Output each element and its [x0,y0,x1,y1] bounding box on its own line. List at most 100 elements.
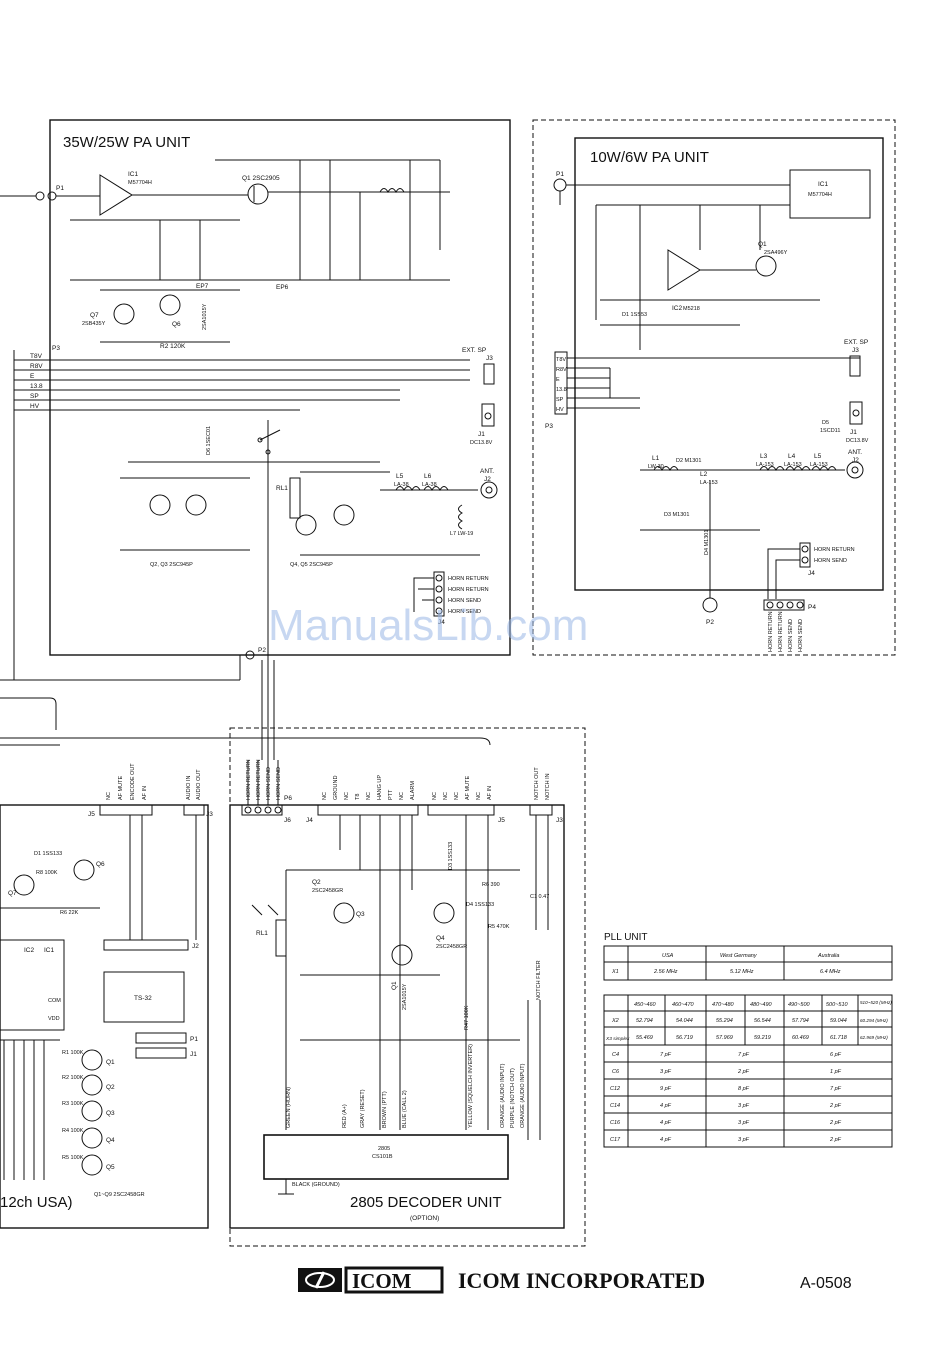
pll-t2-x2-6: 59.044 [830,1018,847,1024]
pll-t1-x1: X1 [611,969,619,975]
pll-t2-x2-2: 54.044 [676,1018,693,1024]
pa10-d5-label: D5 [822,420,829,426]
encoder-d1-label: D1 1SS133 [34,851,62,857]
encoder-r5-label: R5 100K [62,1155,84,1161]
footer: ICOM ICOM INCORPORATED A-0508 [298,1266,852,1294]
pll-c16: C16 [610,1120,621,1126]
icom-logo-text: ICOM [352,1269,412,1293]
pa35-ext-sp-jack [483,363,495,385]
pll-table-1: USA West Germany Australia X1 2.56 MHz 5… [603,945,893,981]
decoder-j4-pin-5: NC [366,792,372,800]
pa10-d5-part: 1SCD11 [820,428,840,434]
pa10-d1-label: D1 1SS53 [622,312,647,318]
pll-c16-1: 4 pF [660,1120,672,1126]
pa35-l5-part: LA-38 [394,482,409,488]
pa10-d4-label: D4 M1301 [704,530,710,555]
pa35-ep6-label: EP6 [276,284,289,291]
pa35-l7-label: L7 LW-19 [450,531,473,537]
pll-unit: PLL UNIT USA West Germany Australia X1 2… [603,932,893,1148]
pll-c17-1: 4 pF [660,1137,672,1143]
encoder-q6-label: Q6 [96,861,105,868]
pa35-p1-connector [35,191,45,201]
pa35-q6-symbol [159,294,181,316]
pa10-j1-label: J1 [850,429,857,436]
pll-c6-2: 2 pF [737,1069,750,1075]
pll-t2-x3-7: 62.969 (MHz) [860,1035,888,1040]
decoder-wire-labels: GREEN (HORN) RED (A+) GRAY (RESET) BROWN… [286,1044,526,1128]
decoder-wire-purple: PURPLE (NOTCH OUT) [510,1068,516,1128]
encoder-ic2-label: IC2 [24,947,35,954]
pa35-q2-symbol [149,494,171,516]
encoder-ts32-label: TS-32 [134,995,152,1002]
pll-t2-x3-1: 55.469 [636,1035,653,1041]
pll-t2-x2-3: 55.294 [716,1018,733,1024]
pa10-p4-connector [763,599,805,611]
encoder-q2-label: Q2 [106,1084,115,1091]
decoder-r5-label: R5 470K [488,924,510,930]
decoder-q4-part: 2SC2458GR [436,944,467,950]
pa10-p4-horn-return-1: HORN RETURN [768,611,774,652]
pll-c4-1: 7 pF [660,1052,672,1058]
pa35-p1-label: P1 [56,185,64,192]
decoder-q4-label: Q4 [436,935,445,942]
pa10-p3-label: P3 [545,423,553,430]
pa10-rail-e: E [556,377,560,383]
decoder-q2-symbol [333,902,355,924]
pll-t2-x3-5: 60.469 [792,1035,809,1041]
pll-c4-2: 7 pF [738,1052,750,1058]
pa10-p1-label: P1 [556,171,564,178]
pll-c16-3: 2 pF [829,1120,842,1126]
encoder-vdd-label: VDD [48,1016,60,1022]
decoder-q2-label: Q2 [312,879,321,886]
pa35-rl1-label: RL1 [276,485,288,492]
encoder-q7-label: Q7 [8,890,17,897]
pll-t2-h6: 500~510 [826,1002,849,1008]
pa10-rail-sp: SP [556,397,564,403]
pa35-j2-label: J2 [484,476,491,483]
pa10-j4-horn-return: HORN RETURN [814,547,855,553]
decoder-wire-gray: GRAY (RESET) [360,1089,366,1128]
pa10-d3-label: D3 M1301 [664,512,689,518]
pll-c17-2: 3 pF [738,1137,750,1143]
encoder-j5-connector [99,804,153,816]
decoder-r47-label: R47 100K [464,1005,470,1030]
decoder-wire-blue: BLUE (CALL 2) [402,1090,408,1128]
decoder-notch-filter-label: NOTCH FILTER [536,960,542,1000]
pa35-l6-inductor [423,486,449,492]
pa35-d6-label: D6 1SEC01 [206,426,212,455]
pa35-horn-send-1: HORN SEND [448,598,481,604]
decoder-wire-green: GREEN (HORN) [286,1087,292,1128]
encoder-pin-af-in: AF IN [142,786,148,800]
decoder-q1-symbol [391,944,413,966]
pa10-d2-label: D2 M1301 [676,458,701,464]
pa35-rail-t8v: T8V [30,353,43,360]
pa35-unit: 35W/25W PA UNIT P1 IC1 M57704H Q1 2SC290… [0,119,511,760]
decoder-j4-pin-1: NC [322,792,328,800]
encoder-pin-nc: NC [106,792,112,800]
pa35-title: 35W/25W PA UNIT [63,134,190,151]
pa35-r2-label: R2 120K [160,343,186,350]
pa35-j4-connector: HORN RETURN HORN RETURN HORN SEND HORN S… [413,571,489,626]
pa10-j3-label: J3 [852,347,859,354]
encoder-pin-audio-out: AUDIO OUT [196,769,202,800]
encoder-r8-label: R8 100K [36,870,58,876]
pa10-ic2-symbol [667,249,701,291]
pa35-rail-hv: HV [30,403,40,410]
encoder-j3-label: J3 [206,811,213,818]
decoder-j4-pin-9: ALARM [410,781,416,800]
pa35-q6-label: Q6 [172,321,181,328]
pll-c12: C12 [610,1086,620,1092]
decoder-p6-horn-return-1: HORN RETURN [246,759,252,800]
pa10-l5-part: LA-153 [810,462,828,468]
decoder-d4-label: D4 1SS133 [466,902,494,908]
pll-c12-2: 8 pF [738,1086,750,1092]
pa35-l6-label: L6 [424,473,432,480]
encoder-q3-label: Q3 [106,1110,115,1117]
encoder-q4-label: Q4 [106,1137,115,1144]
pll-c14-1: 4 pF [660,1103,672,1109]
pa35-q23-note: Q2, Q3 2SC945P [150,562,193,568]
pll-c6-1: 3 pF [660,1069,672,1075]
pa10-ic1-label: IC1 [818,181,829,188]
pll-t2-x2: X2 [611,1018,619,1024]
pa35-ext-sp-label: EXT. SP [462,347,486,354]
